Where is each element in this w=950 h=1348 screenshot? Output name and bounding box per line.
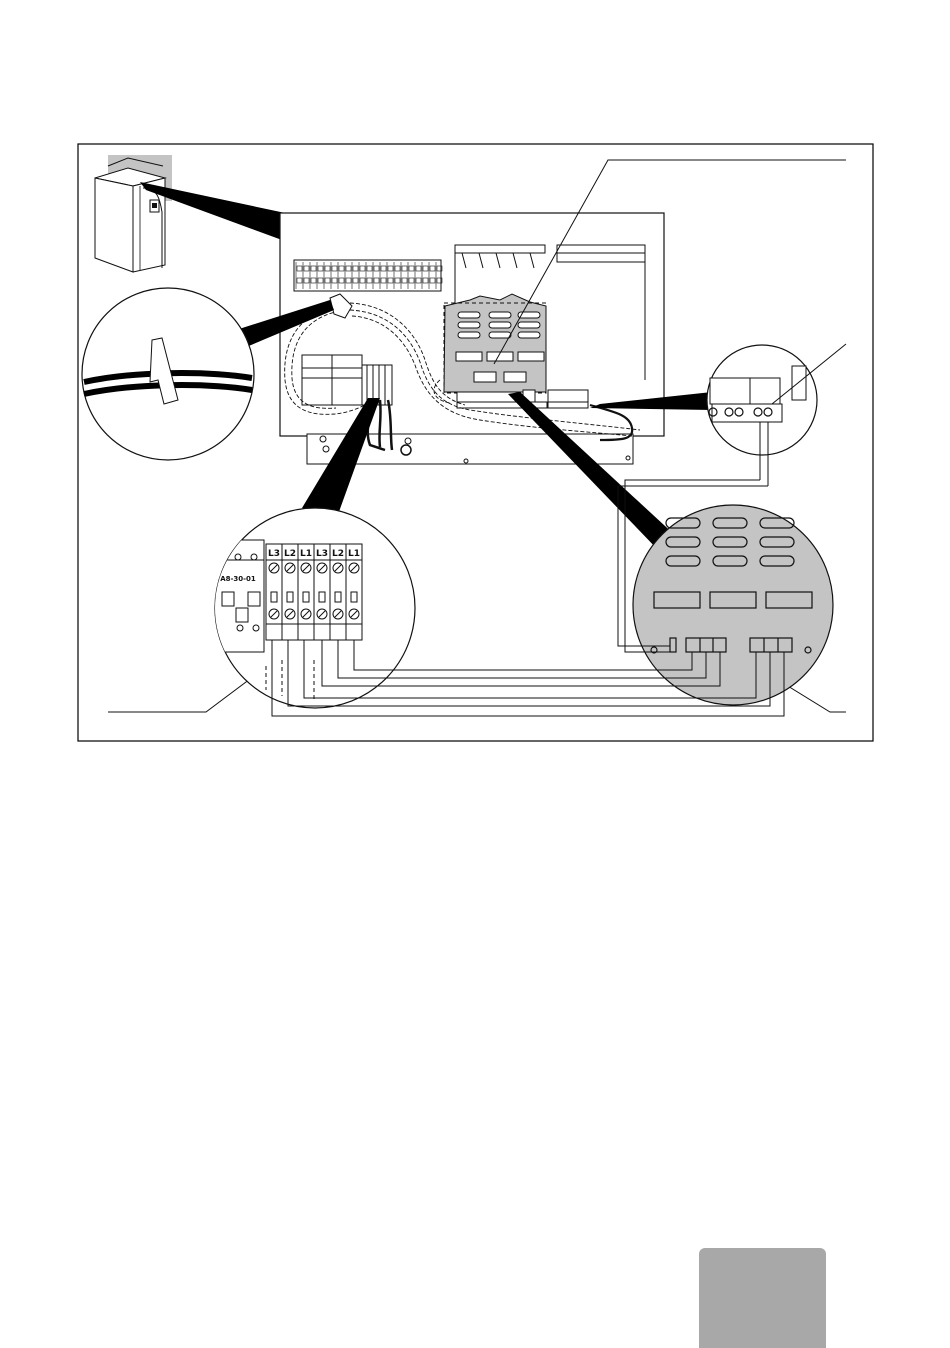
cable-tie-detail [82, 288, 254, 460]
board-detail [633, 505, 833, 705]
terminal-label: L2 [332, 549, 344, 559]
terminal-detail [707, 345, 817, 486]
page-tab [699, 1248, 826, 1348]
terminal-label: L3 [268, 549, 280, 559]
terminal-label: L1 [300, 549, 312, 559]
control-panel [280, 213, 664, 464]
circuit-board [444, 294, 546, 393]
terminal-label: L1 [348, 549, 360, 559]
terminal-label: L2 [284, 549, 296, 559]
terminal-label: L3 [316, 549, 328, 559]
contactor-label: A8-30-01 [220, 575, 256, 583]
heat-pump-unit-icon [95, 155, 172, 272]
terminal-strip-top [294, 260, 442, 291]
